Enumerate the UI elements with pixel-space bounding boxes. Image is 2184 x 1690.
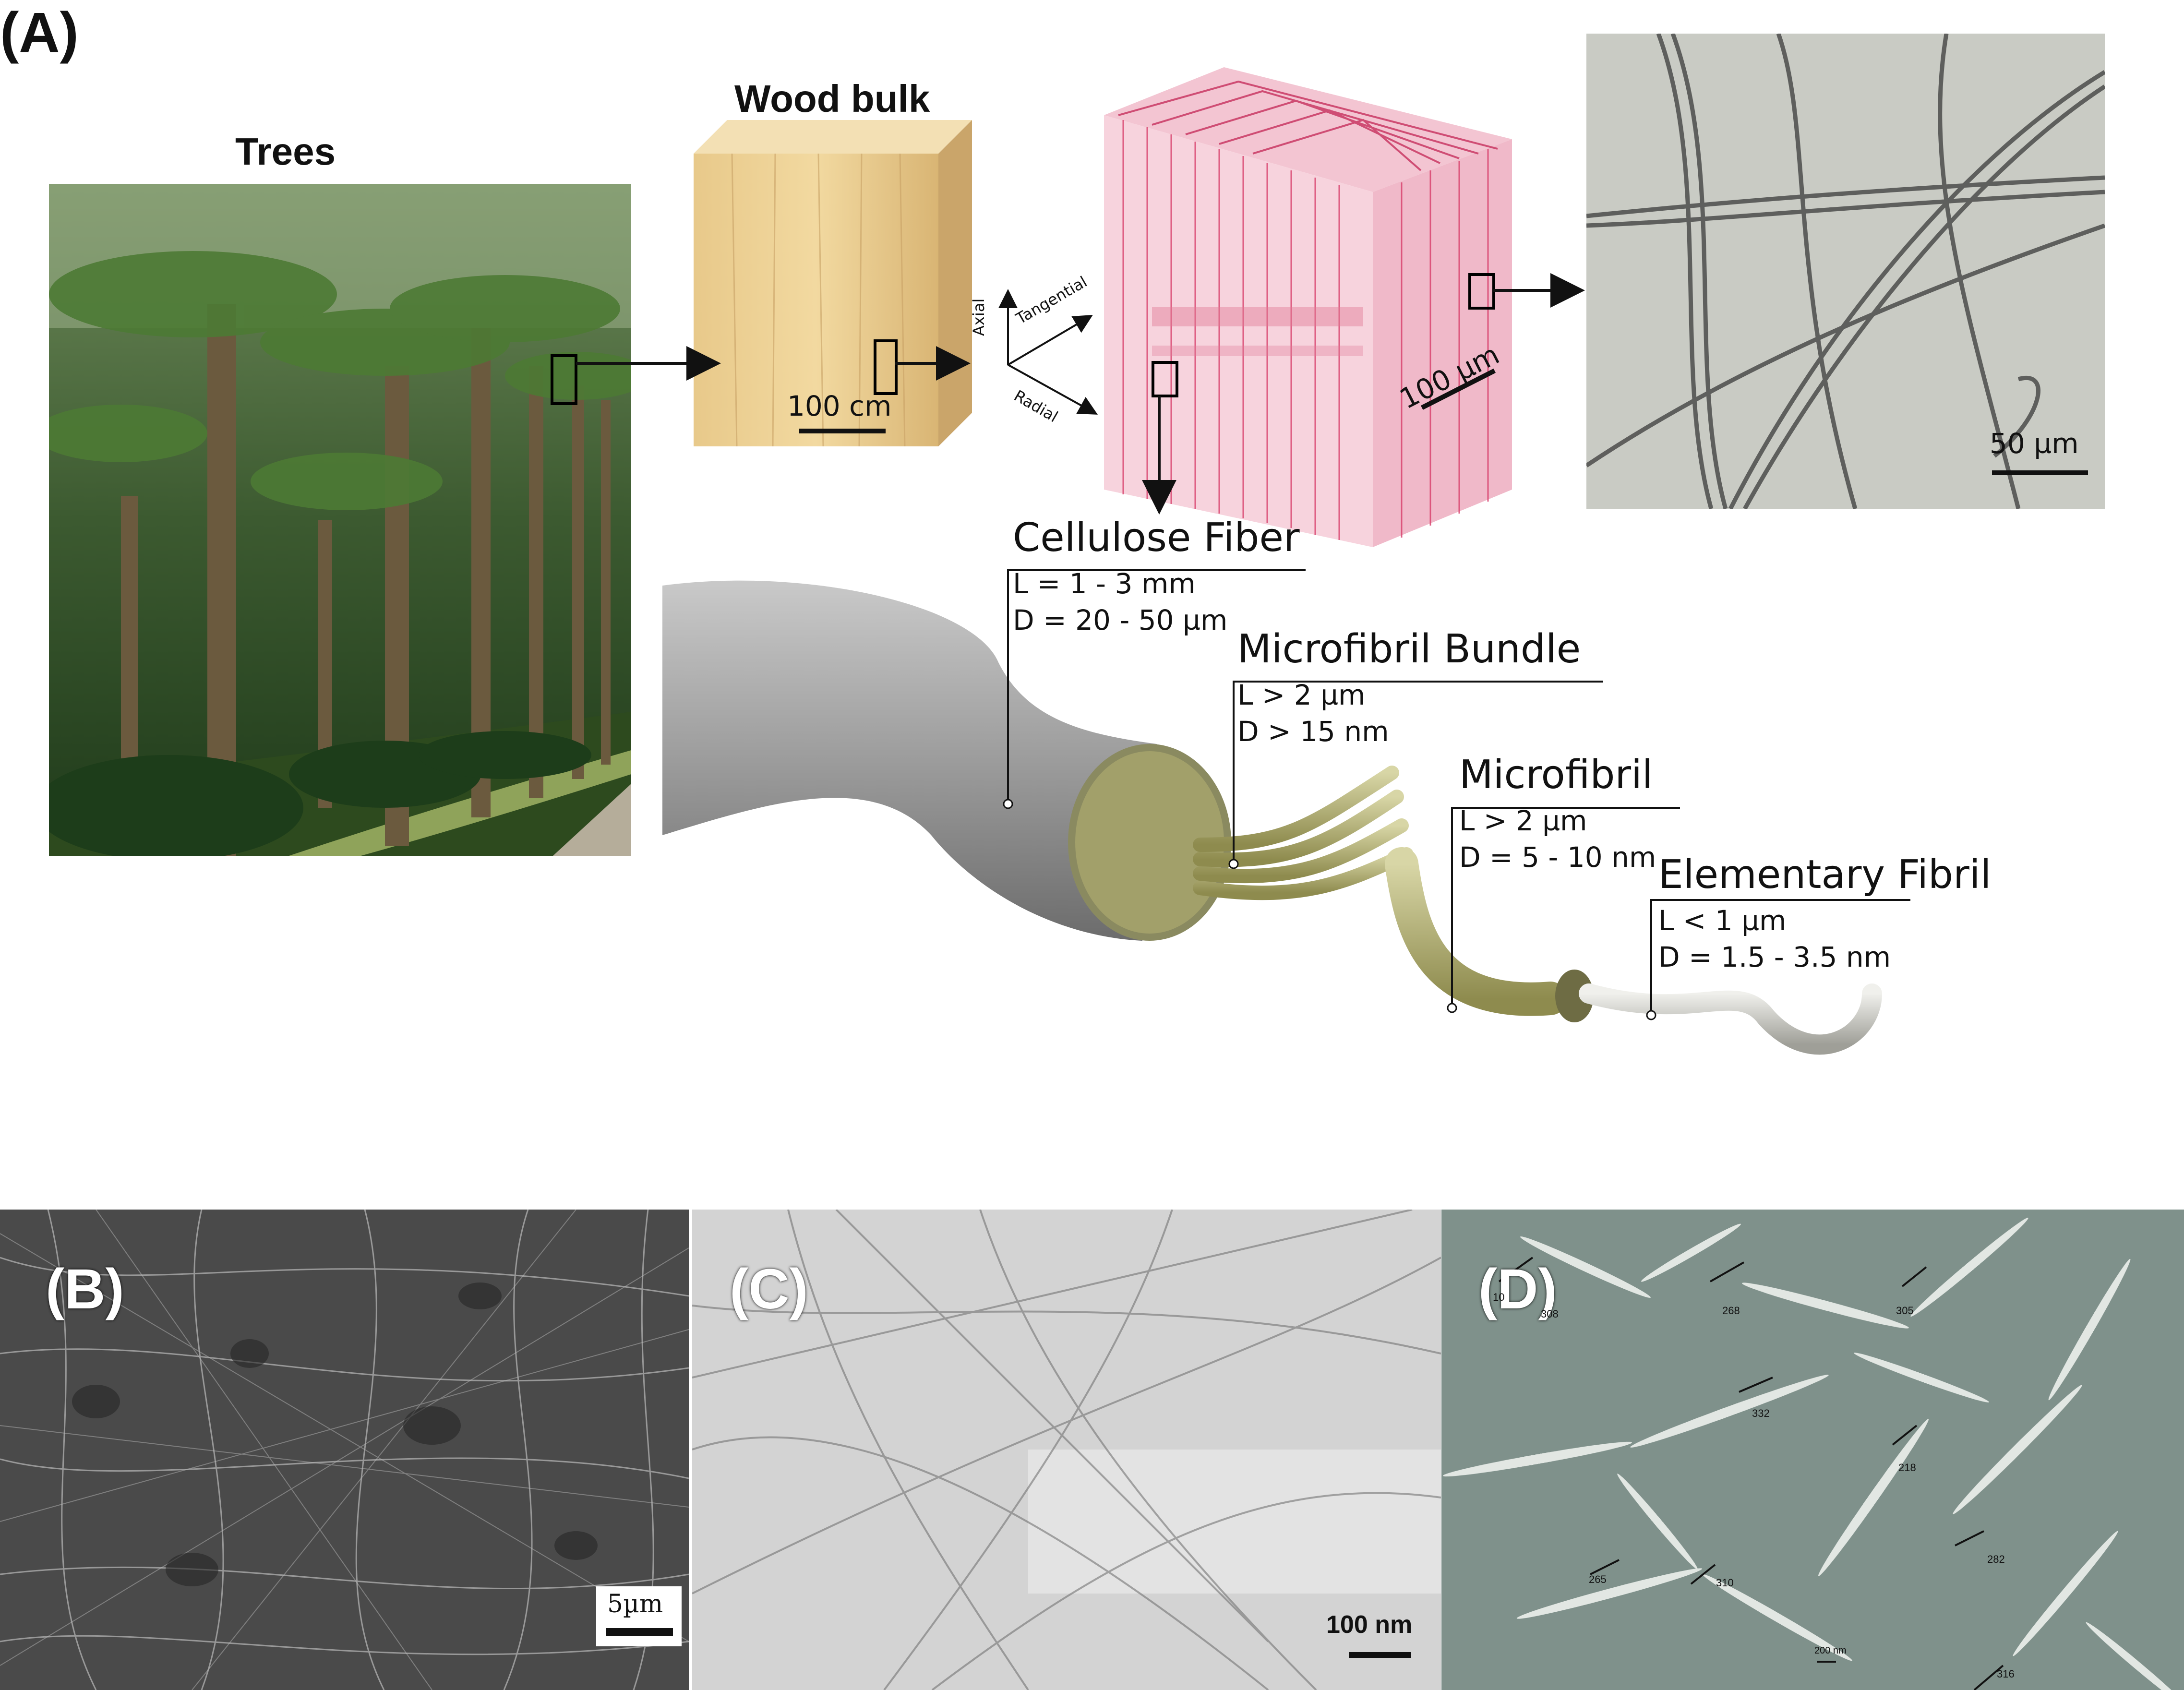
panel-d-measure-282: 282 xyxy=(1987,1553,2005,1565)
panel-label-b: (B) xyxy=(46,1258,124,1321)
fiber-network-illustration xyxy=(0,1210,689,1690)
nanofibril-illustration xyxy=(692,1210,1441,1690)
panel-d-measure-305: 305 xyxy=(1896,1305,1914,1317)
panel-b-scale-box xyxy=(596,1586,682,1646)
axes-indicator xyxy=(998,289,1098,415)
wood-scale-bar xyxy=(799,429,886,433)
panel-d-measure-316: 316 xyxy=(1997,1668,2015,1680)
wood-section-cube xyxy=(1104,67,1512,547)
elementary-fibril-diameter: D = 1.5 - 3.5 nm xyxy=(1658,941,1891,973)
panel-d-measure-332: 332 xyxy=(1752,1407,1770,1419)
microfibril-callout: Microfibril L > 2 µm D = 5 - 10 nm xyxy=(1459,752,1656,874)
cellulose-fiber-length: L = 1 - 3 mm xyxy=(1013,567,1196,600)
fiber-hierarchy-illustration xyxy=(662,569,1910,1055)
fiber-strands-illustration xyxy=(1586,34,2105,509)
cellulose-fiber-callout: Cellulose Fiber L = 1 - 3 mm D = 20 - 50… xyxy=(1013,515,1300,636)
panel-d-measure-308: 308 xyxy=(1541,1308,1559,1320)
panel-d-measure-218: 218 xyxy=(1898,1462,1916,1474)
microfibril-bundle-diameter: D > 15 nm xyxy=(1237,715,1389,748)
panel-c-tem-image xyxy=(692,1210,1441,1690)
panel-label-d: (D) xyxy=(1478,1258,1557,1321)
microfibril-diameter: D = 5 - 10 nm xyxy=(1459,841,1656,874)
elementary-fibril-length: L < 1 µm xyxy=(1658,904,1787,937)
panel-b-sem-image xyxy=(0,1210,689,1690)
panel-d-nanocrystal-image xyxy=(1441,1210,2184,1690)
panel-c-scale-bar xyxy=(1349,1652,1411,1658)
panel-label-a: (A) xyxy=(0,1,79,64)
nanocrystal-illustration xyxy=(1441,1210,2184,1690)
fiber-micrograph xyxy=(1586,34,2105,509)
micrograph-scale-label: 50 µm xyxy=(1990,427,2079,460)
elementary-fibril-callout: Elementary Fibril L < 1 µm D = 1.5 - 3.5… xyxy=(1658,852,1991,973)
panel-d-measure-10: 10 xyxy=(1493,1291,1505,1303)
micrograph-scale-bar xyxy=(1992,470,2088,475)
cellulose-fiber-diameter: D = 20 - 50 µm xyxy=(1013,604,1228,636)
panel-b-scale-label: 5µm xyxy=(607,1590,663,1618)
panel-d-measure-265: 265 xyxy=(1589,1573,1607,1585)
panel-d-measure-268: 268 xyxy=(1722,1305,1740,1317)
panel-label-c: (C) xyxy=(730,1258,808,1321)
panel-d-scale-label: 200 nm xyxy=(1814,1645,1847,1656)
microfibril-bundle-title: Microfibril Bundle xyxy=(1237,626,1581,672)
flow-arrows xyxy=(576,273,1585,515)
wood-bulk-heading: Wood bulk xyxy=(734,77,930,120)
microfibril-length: L > 2 µm xyxy=(1459,804,1587,837)
microfibril-bundle-length: L > 2 µm xyxy=(1237,679,1366,711)
microfibril-bundle-callout: Microfibril Bundle L > 2 µm D > 15 nm xyxy=(1237,626,1581,748)
trees-photo xyxy=(49,184,631,856)
palm-forest-illustration xyxy=(49,184,631,856)
trees-heading: Trees xyxy=(235,130,336,173)
microfibril-title: Microfibril xyxy=(1459,752,1653,798)
cellulose-fiber-title: Cellulose Fiber xyxy=(1013,515,1300,561)
tissue-section-illustration xyxy=(1104,67,1512,547)
panel-b-scale-bar xyxy=(606,1628,673,1636)
panel-c-scale-label: 100 nm xyxy=(1326,1611,1413,1639)
elementary-fibril-title: Elementary Fibril xyxy=(1658,852,1992,898)
panel-d-scale-bar xyxy=(1817,1661,1836,1663)
wood-scale-label: 100 cm xyxy=(787,390,892,422)
panel-d-measure-310: 310 xyxy=(1716,1577,1734,1589)
